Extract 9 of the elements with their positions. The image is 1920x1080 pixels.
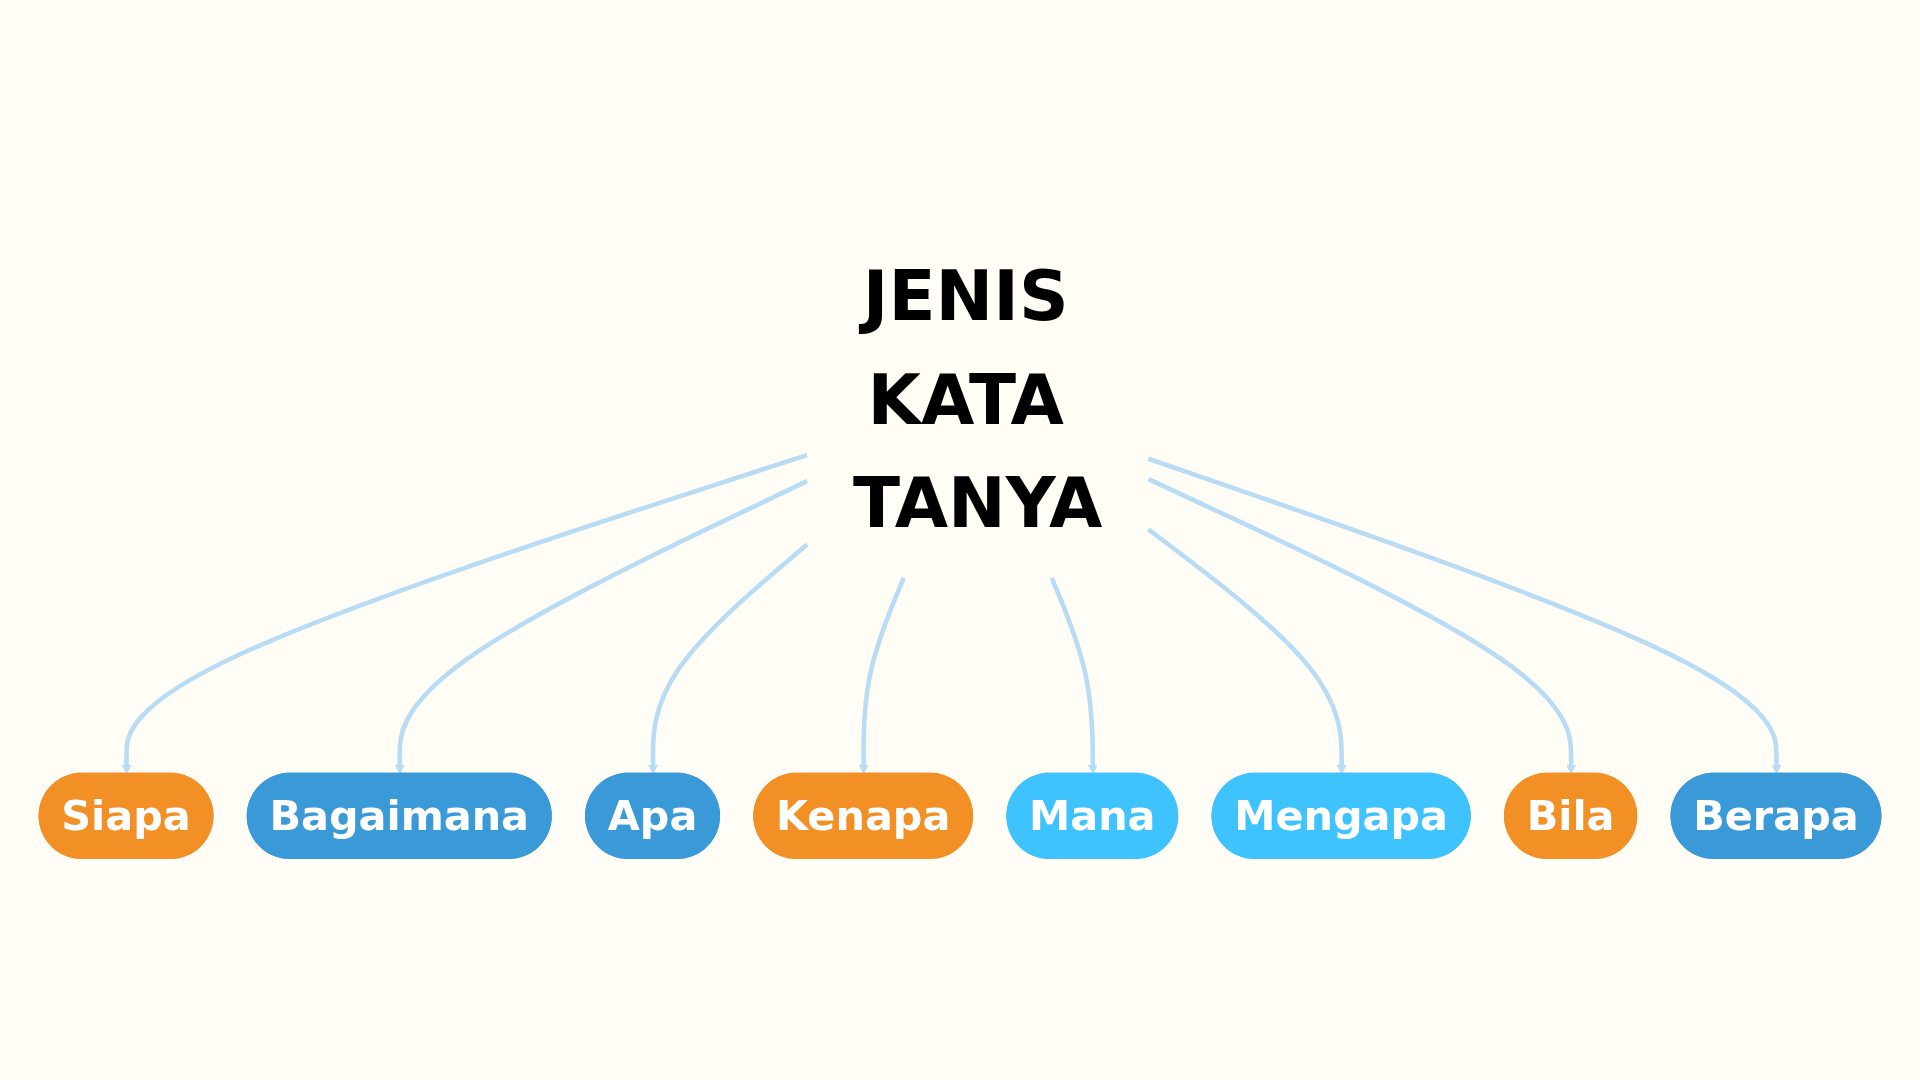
arrow bbox=[394, 479, 808, 775]
arrow bbox=[648, 542, 809, 775]
arrow bbox=[1049, 577, 1098, 775]
arrow bbox=[1147, 527, 1347, 775]
arrow bbox=[858, 577, 906, 775]
arrow bbox=[1147, 456, 1782, 775]
node-text: JENIS KATA TANYA bbox=[852, 256, 1103, 544]
arrow bbox=[1147, 477, 1577, 775]
arrow bbox=[121, 452, 808, 775]
